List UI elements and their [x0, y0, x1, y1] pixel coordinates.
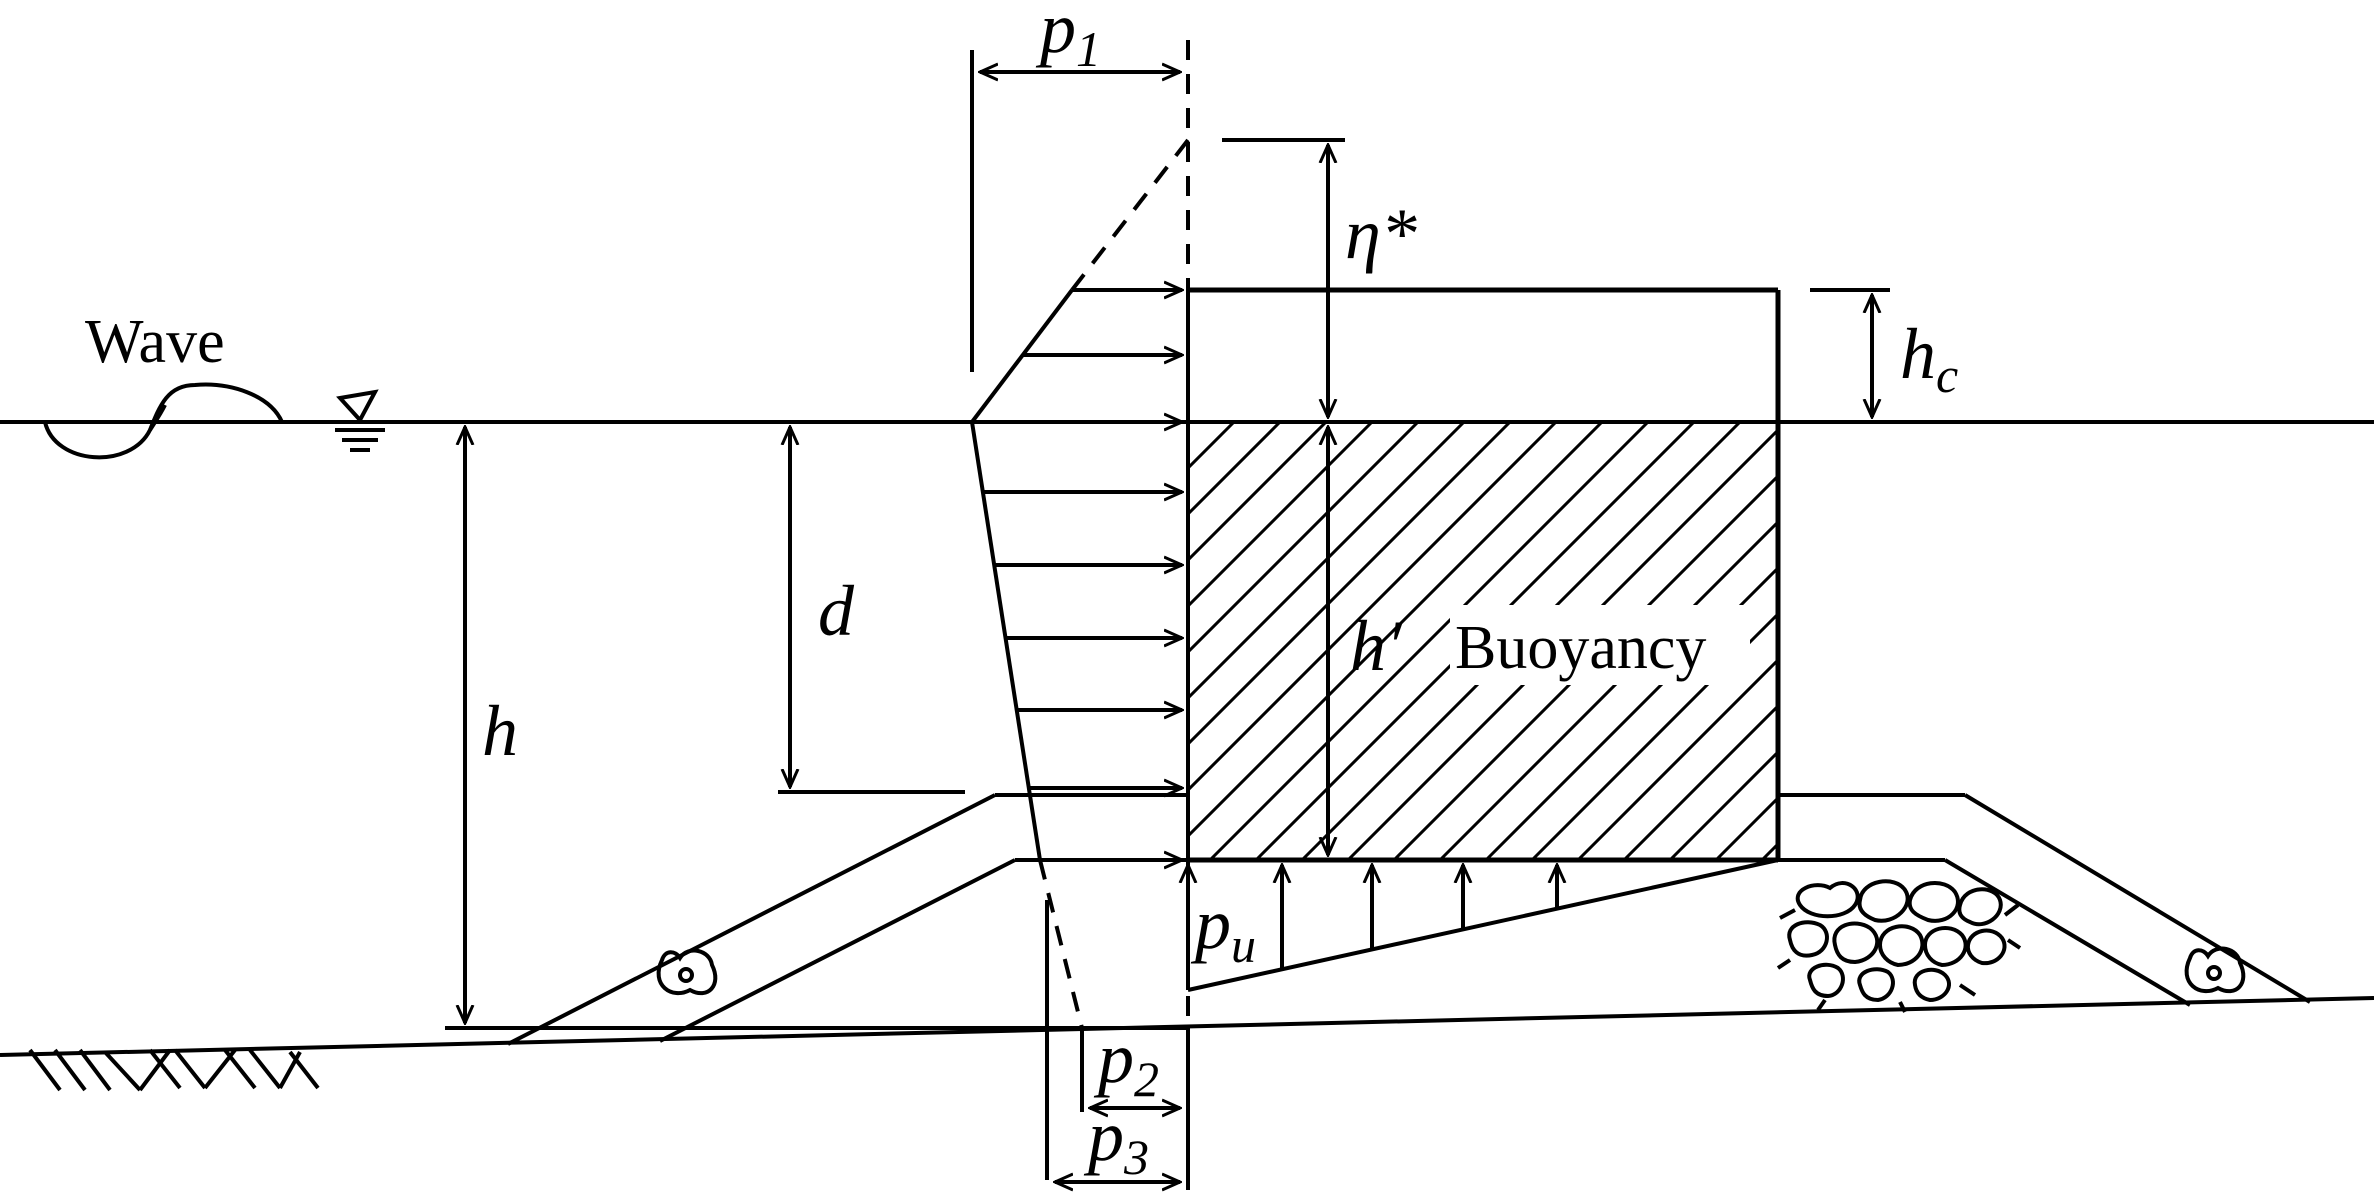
d-label: d [818, 571, 855, 651]
hatch-line [1188, 422, 1420, 655]
rock-cluster-icon [1776, 879, 2022, 1013]
hatch-line [1188, 422, 1604, 839]
hatch-line [1208, 422, 1650, 860]
hatch-line [1188, 422, 1466, 701]
wave-pressure-profile [970, 138, 1190, 1180]
hatch-line [1668, 749, 1778, 860]
wave-label: Wave [85, 308, 225, 376]
p3-dimension [1055, 1028, 1190, 1190]
buoyancy-label-backdrop [1450, 605, 1750, 685]
water-level-icon [335, 389, 385, 452]
hatch-line [1576, 657, 1778, 860]
h-label: h [482, 691, 518, 771]
p1-label: p1 [1035, 0, 1101, 77]
h-prime-label: h′ [1350, 606, 1403, 686]
pu-label: pu [1190, 884, 1256, 973]
horizontal-pressure-arrows [972, 290, 1182, 860]
hatch-line [1188, 422, 1512, 747]
armour-block-icon [656, 948, 718, 996]
eta-star-dimension [1222, 138, 1345, 417]
hatch-line [1530, 611, 1778, 860]
uplift-pressure-profile [1188, 858, 1779, 992]
seabed-hatching [28, 1048, 320, 1092]
rubble-mound [445, 793, 2312, 1046]
hc-label: hc [1900, 314, 1958, 403]
armour-block-icon [2184, 946, 2246, 994]
caisson [1186, 287, 1781, 863]
wave-symbol [43, 382, 284, 460]
hatch-line [1188, 422, 1558, 793]
p3-label: p3 [1083, 1096, 1149, 1185]
p2-dimension [1080, 1030, 1180, 1112]
p1-dimension [970, 50, 1180, 372]
d-dimension [778, 427, 965, 794]
eta-star-label: η* [1345, 194, 1417, 274]
hatch-line [1622, 703, 1778, 860]
hatch-line [1188, 422, 1282, 517]
hc-dimension [1810, 288, 1890, 417]
hatch-line [1188, 422, 1374, 609]
buoyancy-label: Buoyancy [1455, 614, 1706, 682]
p2-label: p2 [1093, 1018, 1159, 1107]
hatch-line [1188, 422, 1328, 563]
